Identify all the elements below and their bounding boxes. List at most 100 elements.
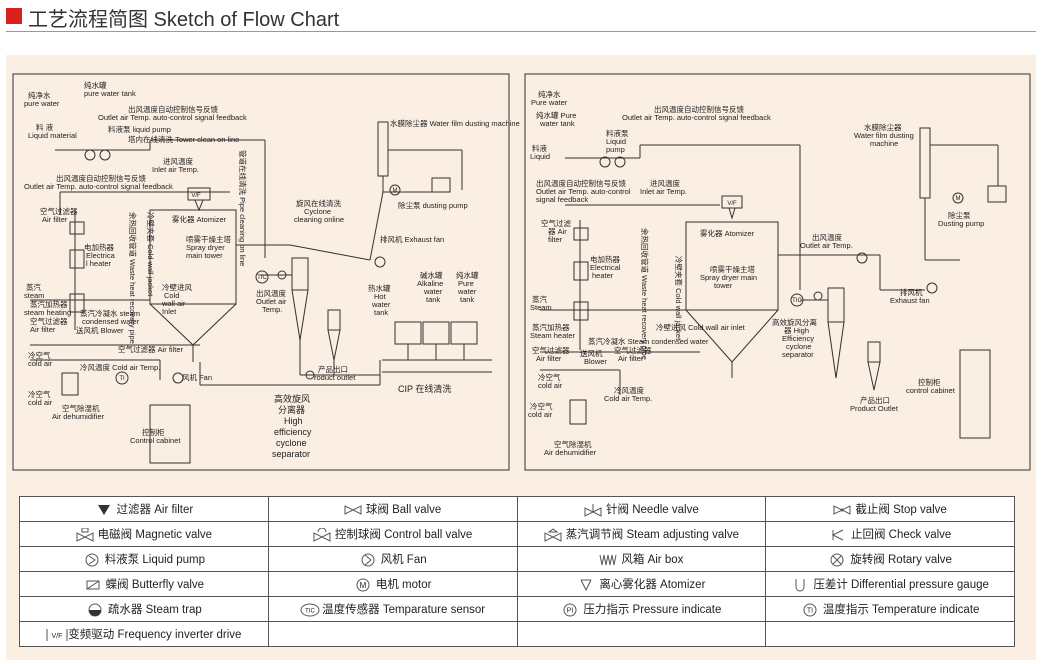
left-cyc-clean-en1: Cyclone — [304, 207, 331, 216]
left-pure-water-cn: 纯净水 — [28, 90, 51, 100]
legend-label: 止回阀 Check valve — [850, 529, 952, 541]
left-dryer-cn: 喷雾干燥主塔 — [186, 234, 231, 244]
right-filter3-cn: 空气过滤器 — [614, 345, 652, 355]
legend-label: 压差计 Differential pressure gauge — [813, 579, 989, 591]
left-condensed-2: condensed water — [82, 317, 140, 326]
left-air-filter-cn: 空气过滤器 — [40, 206, 78, 216]
legend-label: 控制球阀 Control ball valve — [334, 529, 473, 541]
needle-valve-icon — [584, 503, 602, 517]
legend-label: 电机 motor — [375, 579, 432, 591]
left-alk-tank-en1: Alkaline — [417, 279, 443, 288]
legend-label: 旋转阀 Rotary valve — [850, 554, 952, 566]
legend-label: 球阀 Ball valve — [365, 504, 442, 516]
stop-valve-icon — [833, 503, 851, 517]
right-pump-en2: pump — [606, 145, 625, 154]
left-cyc-clean-en2: cleaning online — [294, 215, 344, 224]
right-pure-tank-1: 纯水罐 Pure — [536, 110, 576, 120]
left-dusting-pump-label: 除尘泵 dusting pump — [398, 200, 468, 210]
legend-label: 压力指示 Pressure indicate — [583, 604, 722, 616]
right-pump-en1: Liquid — [606, 137, 626, 146]
left-alk-tank-en3: tank — [426, 295, 440, 304]
legend-row: 过滤器 Air filter 球阀 Ball valve 针阀 Needle v… — [19, 496, 1015, 522]
right-dryer-en1: Spray dryer main — [700, 273, 757, 282]
right-cold-air2-en: cold air — [528, 410, 553, 419]
legend-cell: 球阀 Ball valve — [267, 496, 518, 522]
legend-label: 风箱 Air box — [621, 554, 684, 566]
legend-label: 蒸汽调节阀 Steam adjusting valve — [565, 529, 739, 541]
left-cyclone-sep-3: High — [284, 416, 303, 426]
left-product-en: roduct outlet — [314, 373, 356, 382]
right-spray-tower — [685, 195, 779, 378]
right-filter-en1: 器 Air — [548, 227, 567, 236]
legend-cell: 截止阀 Stop valve — [765, 496, 1015, 522]
left-dehumidifier-cn: 空气除湿机 — [62, 403, 100, 413]
right-signal-fb2-en1: Outlet air Temp. auto-control — [536, 187, 631, 196]
legend-cell: 离心雾化器 Atomizer — [516, 571, 767, 597]
left-water-film — [377, 121, 463, 193]
right-cyc-4: cyclone — [786, 342, 811, 351]
right-dryer-en2: tower — [714, 281, 733, 290]
symbol-legend: 过滤器 Air filter 球阀 Ball valve 针阀 Needle v… — [19, 496, 1015, 647]
left-cip-label: CIP 在线清洗 — [398, 383, 451, 394]
left-condensed-1: 蒸汽冷凝水 steam — [80, 308, 140, 318]
right-tic-symbol: TIC — [792, 298, 802, 304]
right-pump-cn: 料液泵 — [606, 128, 629, 138]
right-cold-temp-cn: 冷风温度 — [614, 385, 644, 395]
steam-trap-icon — [86, 603, 104, 617]
right-cyc-1: 高效旋风分离 — [772, 317, 817, 327]
right-cabinet-en: control cabinet — [906, 386, 956, 395]
left-steam-en: steam — [24, 291, 44, 300]
right-dusting-cn: 除尘泵 — [948, 210, 971, 220]
left-control-cabinet — [149, 404, 191, 464]
right-cold-temp-en: Cold air Temp. — [604, 394, 652, 403]
left-cwi-en1: Cold — [164, 291, 179, 300]
left-signal-fb2-en: Outlet air Temp. auto-control signal fee… — [24, 182, 173, 191]
right-heater-en1: Electrical — [590, 263, 621, 272]
right-water-film-en2: machine — [870, 139, 898, 148]
left-signal-fb-en: Outlet air Temp. auto-control signal fee… — [98, 113, 247, 122]
legend-label: 疏水器 Steam trap — [107, 604, 202, 616]
legend-cell: 蝶阀 Butterfly valve — [19, 571, 269, 597]
left-outlet-en1: Outlet air — [256, 297, 287, 306]
left-tower-clean-label: 塔内在线清洗 Tower clean on line — [128, 134, 239, 144]
right-blower-en: Blower — [584, 357, 607, 366]
left-cip-tanks — [382, 321, 492, 373]
right-liquid-cn: 料液 — [532, 143, 547, 153]
left-cwi-en2: wall air — [161, 299, 186, 308]
left-tic-symbol: TIC — [257, 275, 267, 281]
left-inlet-temp-cn: 进风温度 — [163, 156, 193, 166]
legend-cell: M 电机 motor — [267, 571, 518, 597]
left-hot-tank-en3: tank — [374, 308, 388, 317]
header-marker — [6, 8, 22, 24]
right-water-film-en1: Water film dusting — [854, 131, 914, 140]
svg-text:M: M — [359, 581, 366, 590]
left-heater-en2: l heater — [86, 259, 112, 268]
right-steam-cn: 蒸汽 — [532, 294, 547, 304]
right-water-film-cn: 水膜除尘器 — [864, 122, 902, 132]
ball-valve-icon — [344, 503, 362, 517]
left-outlet-cn: 出风温度 — [256, 288, 286, 298]
legend-cell: 料液泵 Liquid pump — [19, 546, 269, 572]
left-dehumidifier-en: Air dehumidifier — [52, 412, 105, 421]
inverter-icon: V/F — [46, 628, 68, 642]
left-cyclone-sep-2: 分离器 — [278, 404, 305, 415]
legend-row: 蝶阀 Butterfly valve M 电机 motor 离心雾化器 Atomi… — [19, 571, 1015, 597]
steam-adjusting-valve-icon — [544, 528, 562, 542]
legend-label: 料液泵 Liquid pump — [104, 554, 206, 566]
legend-cell: 风箱 Air box — [516, 546, 767, 572]
left-cyclone-sep-6: separator — [272, 449, 310, 459]
check-valve-icon — [829, 528, 847, 542]
legend-label: 温度指示 Temperature indicate — [822, 604, 980, 616]
control-ball-valve-icon — [313, 527, 331, 542]
left-liquid-cn: 料 液 — [36, 122, 54, 132]
right-cold-air-en: cold air — [538, 381, 563, 390]
legend-label: 温度传感器 Temparature sensor — [322, 604, 486, 616]
left-signal-fb-cn: 出风温度自动控制信号反馈 — [128, 104, 218, 114]
left-cyclone-sep-5: cyclone — [276, 438, 307, 448]
right-heater-cn: 电加热器 — [590, 254, 620, 264]
left-cold-air-temp-label: 冷风温度 Cold air Temp. — [80, 362, 160, 372]
left-product-cn: 产品出口 — [318, 364, 348, 374]
legend-label: 变频驱动 Frequency inverter drive — [68, 629, 242, 641]
